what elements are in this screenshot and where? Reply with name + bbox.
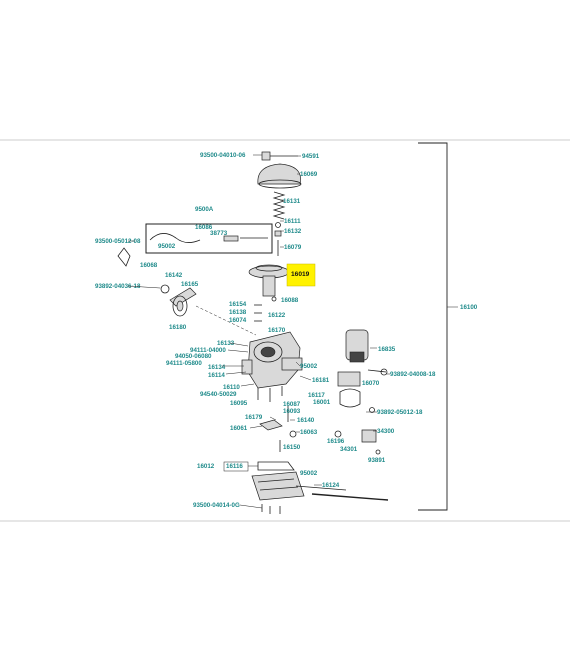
part-label: 16122 [268, 312, 286, 319]
part-label: 94540-50029 [200, 391, 237, 398]
part-label: 16001 [313, 399, 331, 406]
part-label: 16088 [281, 297, 299, 304]
part-label: 16074 [229, 317, 247, 324]
part-label: 34300 [377, 428, 395, 435]
part-label: 16012 [197, 463, 215, 470]
part-label: 16196 [327, 438, 345, 445]
part-label: 95002 [158, 243, 176, 250]
part-label: 16181 [312, 377, 330, 384]
diagram-frame [0, 139, 570, 522]
part-label: 16142 [165, 272, 183, 279]
part-label: 93892-04008-18 [390, 371, 436, 378]
part-label: 93892-05012-18 [377, 409, 423, 416]
part-label: 34301 [340, 446, 358, 453]
part-label: 16131 [283, 198, 301, 205]
part-label: 16086 [195, 224, 213, 231]
part-label: 16093 [283, 408, 301, 415]
part-label: 93891 [368, 457, 386, 464]
part-label: 93500-04014-0G [193, 502, 240, 509]
part-label-main: 16100 [460, 304, 478, 311]
part-label: 16154 [229, 301, 247, 308]
leader-lines [127, 154, 390, 509]
part-label: 16116 [226, 463, 243, 470]
part-label: 16069 [300, 171, 318, 178]
part-label: 93892-04036-18 [95, 283, 141, 290]
part-label: 16087 [283, 401, 301, 408]
part-label: 16117 [308, 392, 325, 399]
part-label: 16165 [181, 281, 199, 288]
part-label: 93500-05012-08 [95, 238, 141, 245]
part-label: 38773 [210, 230, 228, 237]
part-label: 16133 [217, 340, 235, 347]
assembly-bracket [418, 142, 458, 511]
part-label: 95002 [300, 363, 318, 370]
part-label: 94050-06080 [175, 353, 212, 360]
part-label: 94111-04000 [190, 347, 226, 354]
part-label: 16079 [284, 244, 302, 251]
part-label: 95002 [300, 470, 318, 477]
part-label: 16132 [284, 228, 302, 235]
part-label: 16150 [283, 444, 301, 451]
part-label: 16068 [140, 262, 158, 269]
part-label: 16070 [362, 380, 380, 387]
part-label: 16124 [322, 482, 340, 489]
part-label: 16138 [229, 309, 247, 316]
part-label: 16063 [300, 429, 318, 436]
label-group-boxes [223, 461, 258, 472]
part-label: 94591 [302, 153, 320, 160]
part-label: 93500-04010-06 [200, 152, 246, 159]
part-label: 16835 [378, 346, 396, 353]
part-label: 16179 [245, 414, 263, 421]
part-label: 16110 [223, 384, 240, 391]
part-label: 16170 [268, 327, 286, 334]
part-label: 16134 [208, 364, 226, 371]
part-label: 16114 [208, 372, 225, 379]
part-label: 16140 [297, 417, 315, 424]
part-label: 16061 [230, 425, 248, 432]
part-label: 16180 [169, 324, 187, 331]
parts-artwork [117, 151, 389, 514]
part-labels: 93500-04010-06 94591 16069 16131 9500A 1… [95, 152, 478, 509]
part-label: 9500A [195, 206, 214, 213]
part-label: 16095 [230, 400, 248, 407]
part-label-16019: 16019 [291, 271, 310, 278]
part-highlight-16019 [286, 263, 316, 287]
part-label: 94111-05800 [166, 360, 202, 367]
part-label: 16111 [284, 218, 301, 225]
